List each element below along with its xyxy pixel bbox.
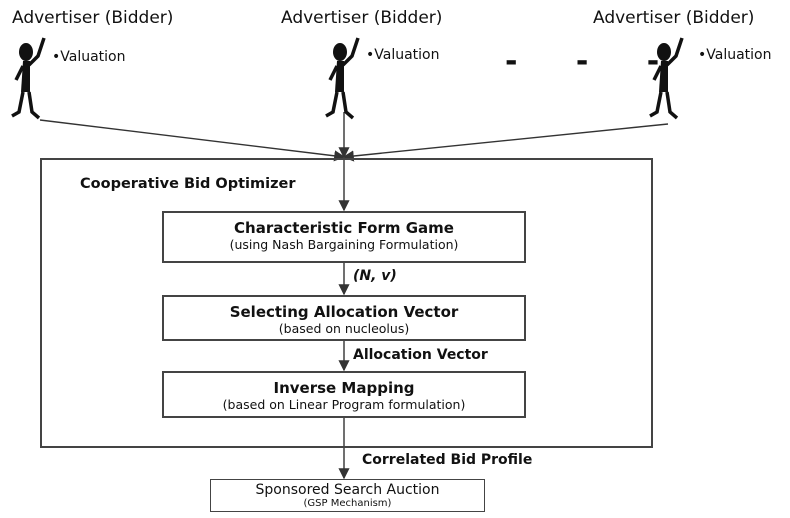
edge-label-allocation: Allocation Vector	[353, 347, 488, 363]
advertiser-title-3: Advertiser (Bidder)	[593, 8, 755, 28]
advertiser-title-2: Advertiser (Bidder)	[281, 8, 443, 28]
edge-advertiser-1	[39, 119, 346, 162]
edge-label-game: (N, v)	[353, 268, 397, 284]
box-sub-label: (based on nucleolus)	[278, 321, 410, 336]
box-sub-label: (using Nash Bargaining Formulation)	[229, 237, 459, 252]
sponsored-search-auction-box: Sponsored Search Auction (GSP Mechanism)	[210, 479, 485, 512]
box-main-label: Selecting Allocation Vector	[229, 303, 459, 321]
box-main-label: Inverse Mapping	[273, 379, 415, 397]
selecting-allocation-box: Selecting Allocation Vector (based on nu…	[162, 295, 526, 341]
advertiser-title-1: Advertiser (Bidder)	[12, 8, 174, 28]
valuation-label-2: •Valuation	[366, 47, 440, 63]
bidder-figure-icon	[325, 37, 360, 120]
valuation-label-1: •Valuation	[52, 49, 126, 65]
bidder-figure-icon	[649, 37, 684, 120]
valuation-label-3: •Valuation	[698, 47, 772, 63]
optimizer-container	[40, 158, 653, 448]
edge-label-profile: Correlated Bid Profile	[362, 452, 533, 468]
auction-sub-label: (GSP Mechanism)	[303, 498, 392, 509]
inverse-mapping-box: Inverse Mapping (based on Linear Program…	[162, 371, 526, 418]
ellipsis-dots: - - -	[505, 44, 684, 79]
optimizer-title: Cooperative Bid Optimizer	[80, 176, 296, 192]
auction-main-label: Sponsored Search Auction	[255, 482, 440, 498]
bidder-figure-icon	[11, 37, 46, 120]
edge-advertiser-3	[342, 123, 669, 162]
box-sub-label: (based on Linear Program formulation)	[222, 397, 466, 412]
characteristic-game-box: Characteristic Form Game (using Nash Bar…	[162, 211, 526, 263]
box-main-label: Characteristic Form Game	[234, 219, 454, 237]
